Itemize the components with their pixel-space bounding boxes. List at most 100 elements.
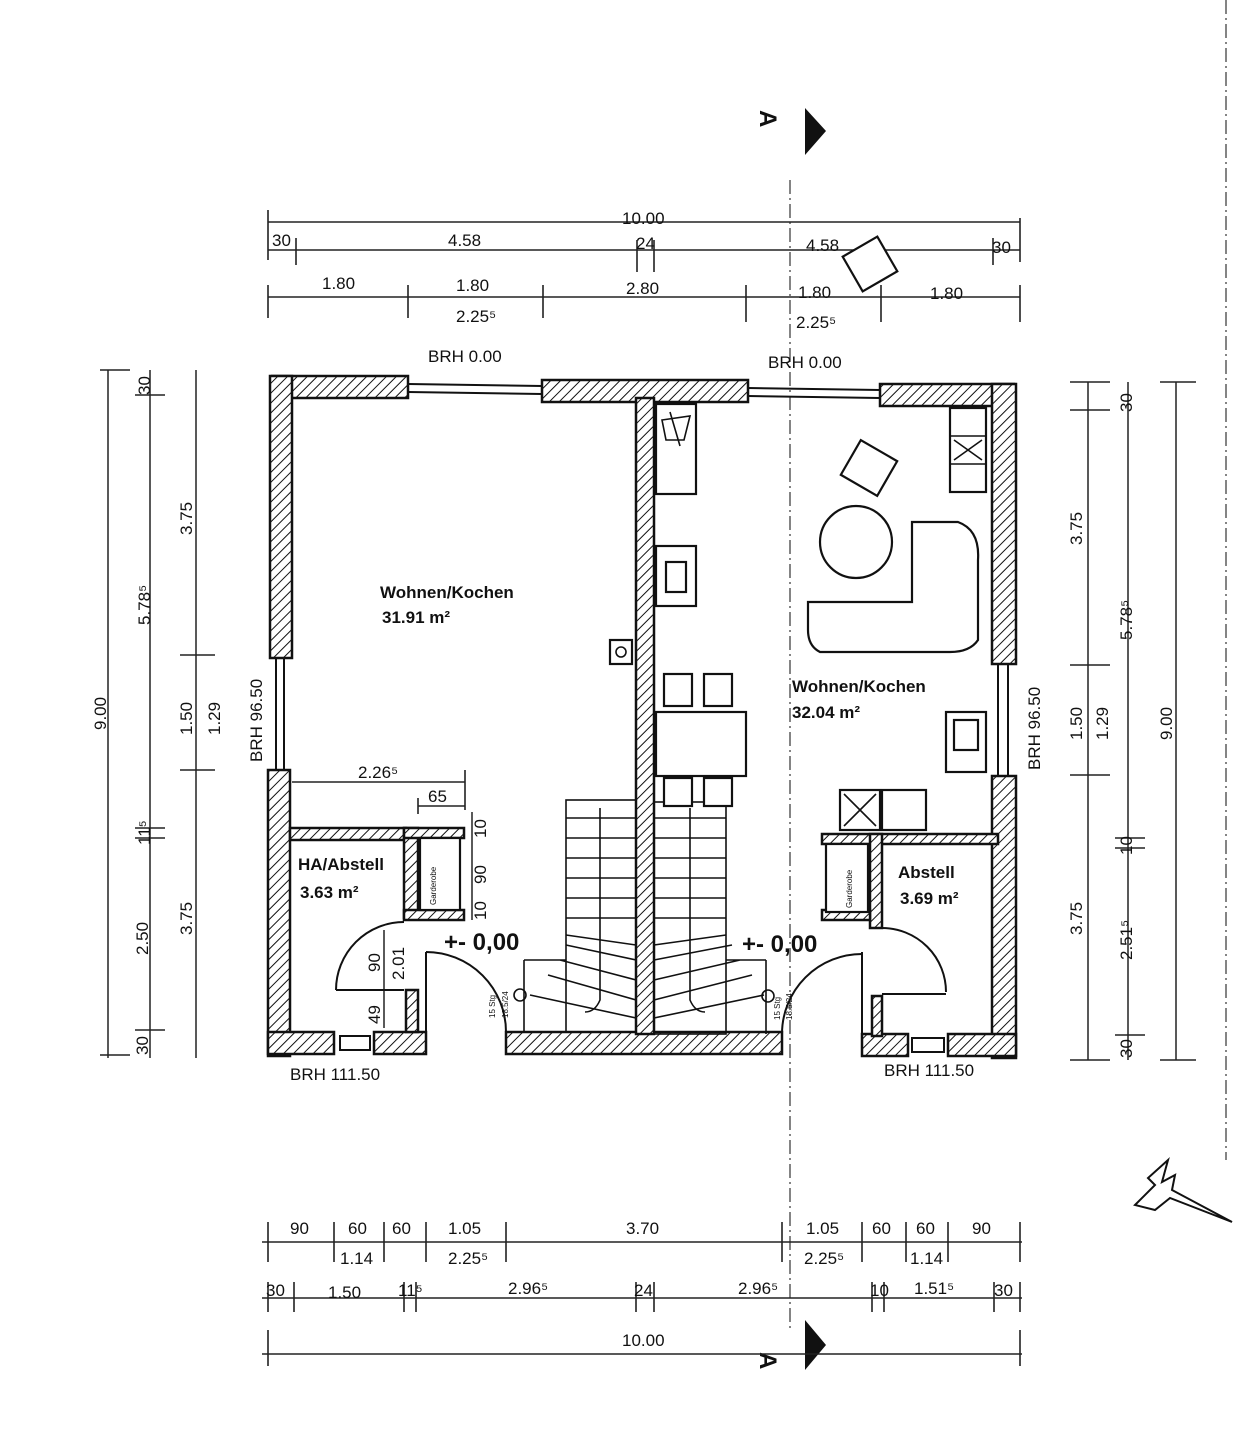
dim-bottom-row2-5: 2.96⁵ <box>738 1279 778 1298</box>
stair-left-note-1: 18.5/24 <box>501 991 510 1018</box>
dim-top-row3-2: 2.80 <box>626 279 659 298</box>
dim-left-extra: 1.29 <box>205 702 224 735</box>
dim-bottom-row1-4: 3.70 <box>626 1219 659 1238</box>
dim-top-row2-4: 30 <box>992 238 1011 257</box>
dim-bottom-row1-7: 60 <box>916 1219 935 1238</box>
window-label-bottom-right: BRH 111.50 <box>884 1061 974 1080</box>
dim-left-outer: 9.00 <box>91 697 110 730</box>
dim-top-row3-1: 1.80 <box>456 276 489 295</box>
dim-inner-90a: 90 <box>471 865 490 884</box>
bottom-dimension-chain: 90 60 60 1.05 3.70 1.05 60 60 90 1.14 2.… <box>262 1219 1022 1366</box>
section-marker-top-letter: A <box>754 110 781 127</box>
level-left: +- 0,00 <box>444 929 519 956</box>
dim-bottom-row2-7: 1.51⁵ <box>914 1279 954 1298</box>
section-arrow-top <box>805 108 826 155</box>
staircase-left: 15 Stg 18.5/24 <box>488 799 637 1033</box>
dim-right-mid-1: 10 <box>1117 836 1136 855</box>
wardrobe-left <box>418 836 462 912</box>
inner-dimensions: 2.26⁵ 65 10 90 10 90 2.01 49 <box>292 763 490 1028</box>
dim-right-inner-1: 3.75 <box>1067 512 1086 545</box>
room-ha-abstell-area: 3.63 m² <box>300 883 359 902</box>
dim-bottom-row1-2: 60 <box>392 1219 411 1238</box>
dim-top-row3-4: 1.80 <box>930 284 963 303</box>
dim-top-row2-0: 30 <box>272 231 291 250</box>
window-label-bottom-left: BRH 111.50 <box>290 1065 380 1084</box>
dim-top-row2-2: 24 <box>636 234 655 253</box>
kitchen-fixtures <box>608 402 748 808</box>
dim-bottom-row1-6: 60 <box>872 1219 891 1238</box>
dim-bottom-row2-4: 24 <box>634 1281 653 1300</box>
window-label-top-right: BRH 0.00 <box>768 353 842 372</box>
dim-left-mid-3: 30 <box>133 1036 152 1055</box>
dim-right-extra: 1.29 <box>1093 707 1112 740</box>
dim-inner-10a: 10 <box>471 819 490 838</box>
stair-right-note-0: 15 Stg <box>773 997 782 1020</box>
room-left-area: 31.91 m² <box>382 608 450 627</box>
storage-partitions <box>288 826 1000 1038</box>
dim-bottom-row1-3: 1.05 <box>448 1219 481 1238</box>
dim-bottom-overall: 10.00 <box>622 1331 665 1350</box>
dim-bottom-row2-8: 30 <box>994 1281 1013 1300</box>
section-marker-bottom-letter: A <box>754 1352 781 1369</box>
dim-top-row3-0: 1.80 <box>322 274 355 293</box>
right-dimension-chain: 3.75 1.50 3.75 30 5.78⁵ 1.29 10 2.51⁵ 30… <box>1067 381 1196 1061</box>
window-label-top-left: BRH 0.00 <box>428 347 502 366</box>
dim-left-inner-1: 3.75 <box>177 502 196 535</box>
room-left-name: Wohnen/Kochen <box>380 583 514 602</box>
living-furniture <box>806 235 988 832</box>
dim-top-sub-right: 2.25⁵ <box>796 313 836 332</box>
dim-right-outer: 9.00 <box>1157 707 1176 740</box>
staircase-right: 15 Stg 18.5/24 <box>653 801 794 1035</box>
north-arrow-icon <box>1133 1156 1233 1223</box>
dim-right-mid-3: 30 <box>1117 1039 1136 1058</box>
dim-right-inner-0: 30 <box>1117 393 1136 412</box>
stair-left-note-0: 15 Stg <box>488 995 497 1018</box>
dim-top-row2-3: 4.58 <box>806 236 839 255</box>
dim-inner-201: 2.01 <box>389 947 408 980</box>
dim-left-mid-2: 2.50 <box>133 922 152 955</box>
dim-top-row3-3: 1.80 <box>798 283 831 302</box>
dim-top-row2-1: 4.58 <box>448 231 481 250</box>
dim-inner-226: 2.26⁵ <box>358 763 398 782</box>
dim-bottom-row2-6: 10 <box>870 1281 889 1300</box>
dim-bottom-sub-2: 2.25⁵ <box>804 1249 844 1268</box>
left-dimension-chain: 9.00 5.78⁵ 11⁵ 2.50 30 30 3.75 1.50 1.29… <box>91 369 224 1058</box>
dim-inner-65: 65 <box>428 787 447 806</box>
dim-left-inner-2: 1.50 <box>177 702 196 735</box>
dim-bottom-row1-8: 90 <box>972 1219 991 1238</box>
wardrobe-left-label: Garderobe <box>429 866 438 905</box>
dim-bottom-sub-0: 1.14 <box>340 1249 373 1268</box>
top-dimension-chain: 10.00 30 4.58 24 4.58 30 1.80 1.80 2.80 … <box>267 209 1021 332</box>
wardrobe-right-label: Garderobe <box>845 869 854 908</box>
dim-bottom-row1-5: 1.05 <box>806 1219 839 1238</box>
dim-right-mid-2: 2.51⁵ <box>1117 920 1136 960</box>
dim-bottom-sub-3: 1.14 <box>910 1249 943 1268</box>
dim-bottom-row1-1: 60 <box>348 1219 367 1238</box>
wardrobe-right <box>824 842 870 914</box>
doors <box>335 921 947 1035</box>
windows <box>275 383 1009 1053</box>
dim-inner-49: 49 <box>365 1005 384 1024</box>
dim-top-overall: 10.00 <box>622 209 665 228</box>
room-abstell-name: Abstell <box>898 863 955 882</box>
stair-right-note-1: 18.5/24 <box>785 993 794 1020</box>
section-arrow-bottom <box>805 1320 826 1370</box>
dim-bottom-row2-0: 30 <box>266 1281 285 1300</box>
dim-bottom-row1-0: 90 <box>290 1219 309 1238</box>
dim-left-inner-0: 30 <box>135 376 154 395</box>
dim-inner-10b: 10 <box>471 901 490 920</box>
room-right-name: Wohnen/Kochen <box>792 677 926 696</box>
dim-right-inner-2: 1.50 <box>1067 707 1086 740</box>
dim-bottom-sub-1: 2.25⁵ <box>448 1249 488 1268</box>
exterior-walls <box>266 374 1018 1060</box>
dim-bottom-row2-1: 1.50 <box>328 1283 361 1302</box>
dim-right-inner-3: 3.75 <box>1067 902 1086 935</box>
dim-right-mid-0: 5.78⁵ <box>1117 600 1136 640</box>
dim-left-mid-1: 11⁵ <box>135 820 154 845</box>
level-right: +- 0,00 <box>742 931 817 958</box>
dim-inner-90b: 90 <box>365 953 384 972</box>
room-right-area: 32.04 m² <box>792 703 860 722</box>
window-label-side-right: BRH 96.50 <box>1025 687 1044 770</box>
dim-left-inner-3: 3.75 <box>177 902 196 935</box>
